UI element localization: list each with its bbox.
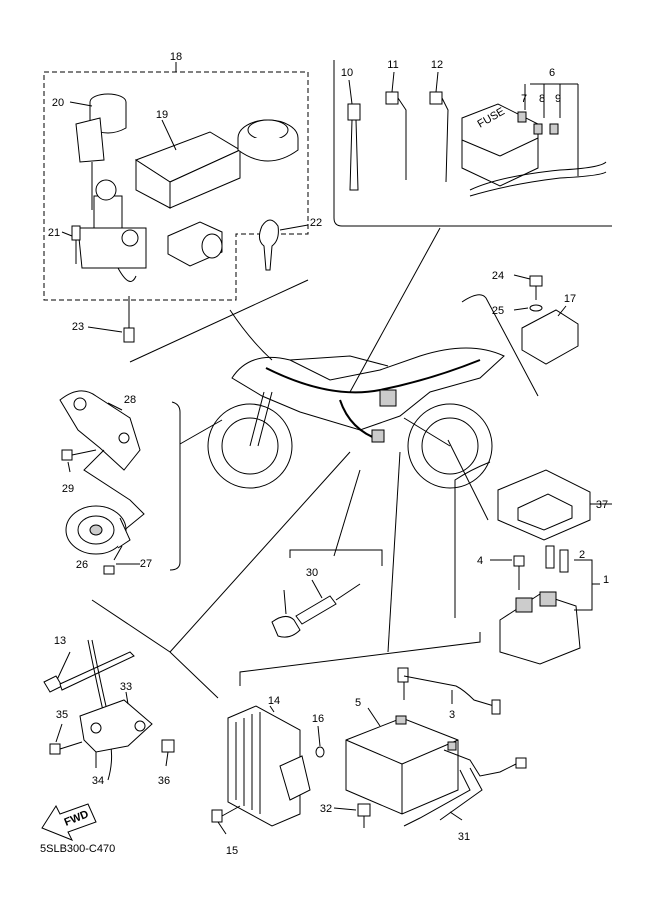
part-label-22: 22 (310, 217, 322, 229)
part-label-37: 37 (596, 499, 608, 511)
part-label-17: 17 (564, 293, 576, 305)
horn-group (59, 390, 145, 575)
part-label-30: 30 (306, 567, 318, 579)
starter-relay-group (490, 469, 612, 665)
part-label-29: 29 (62, 483, 74, 495)
part-label-24: 24 (492, 270, 504, 282)
part-label-35: 35 (56, 709, 68, 721)
part-labels: 18 20 19 21 22 23 10 11 12 6 7 8 9 24 25… (48, 51, 609, 857)
part-label-4: 4 (477, 555, 483, 567)
part-label-25: 25 (492, 305, 504, 317)
part-label-9: 9 (555, 93, 561, 105)
part-label-13: 13 (54, 635, 66, 647)
part-label-36: 36 (158, 775, 170, 787)
part-label-10: 10 (341, 67, 353, 79)
part-label-18: 18 (170, 51, 182, 63)
part-label-16: 16 (312, 713, 324, 725)
part-label-14: 14 (268, 695, 280, 707)
part-label-11: 11 (387, 59, 398, 71)
diagram-code: 5SLB300-C470 (40, 843, 115, 855)
part-label-27: 27 (140, 558, 152, 570)
part-label-28: 28 (124, 394, 136, 406)
part-label-34: 34 (92, 775, 104, 787)
part-label-1: 1 (603, 574, 609, 586)
part-label-20: 20 (52, 97, 64, 109)
part-label-32: 32 (320, 803, 332, 815)
part-label-19: 19 (156, 109, 168, 121)
sensor-group (271, 579, 361, 638)
part-label-26: 26 (76, 559, 88, 571)
part-label-33: 33 (120, 681, 132, 693)
bracket-group (43, 639, 175, 781)
fwd-arrow: FWD (41, 803, 97, 841)
harness-ties-group: FUSE (333, 60, 612, 227)
part-label-8: 8 (539, 93, 545, 105)
part-label-2: 2 (579, 549, 585, 561)
ignition-group (43, 62, 309, 343)
part-label-15: 15 (226, 845, 238, 857)
battery-group (333, 667, 527, 828)
motorcycle-outline (207, 347, 505, 489)
part-label-21: 21 (48, 227, 60, 239)
part-label-12: 12 (431, 59, 443, 71)
part-label-23: 23 (72, 321, 84, 333)
part-label-31: 31 (458, 831, 470, 843)
rectifier-group (211, 705, 325, 835)
part-label-6: 6 (549, 67, 555, 79)
relay-group (461, 274, 579, 397)
leader-lines (91, 227, 491, 699)
part-label-7: 7 (521, 93, 527, 105)
part-label-3: 3 (449, 709, 455, 721)
part-label-5: 5 (355, 697, 361, 709)
